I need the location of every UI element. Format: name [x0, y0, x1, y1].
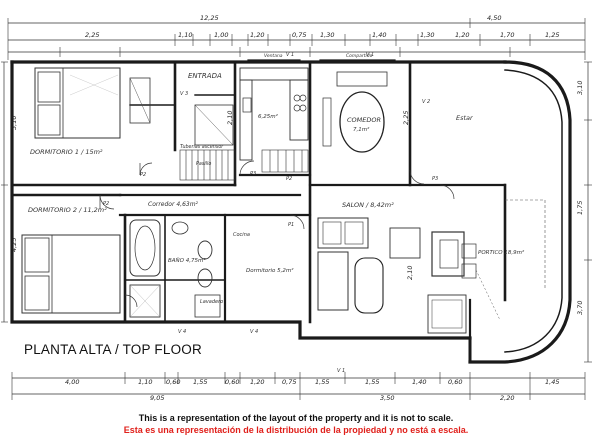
- dining-table-icon: [322, 71, 388, 153]
- dim-overall-left: 12,25: [200, 14, 219, 22]
- exterior-walls: [10, 60, 572, 364]
- dim-side: 2,10: [406, 266, 414, 280]
- dim-top-seg: 1,40: [372, 31, 386, 39]
- portico-area: [475, 199, 546, 321]
- window-label-v1: V 1: [366, 52, 374, 58]
- dim-side: 4,25: [10, 238, 18, 252]
- dim-top-seg: 2,25: [85, 31, 99, 39]
- dim-top-seg: 1,30: [420, 31, 434, 39]
- room-label-portico: PORTICO 18,9m²: [478, 249, 525, 256]
- dim-side: 3,10: [576, 81, 584, 95]
- window-label-v1: V 1: [337, 368, 345, 374]
- bed-icon: [34, 67, 121, 139]
- room-label-comedor-area: 7,1m²: [353, 126, 370, 133]
- dim-top-seg: 1,00: [214, 31, 228, 39]
- window-label-v3: V 3: [180, 91, 188, 97]
- dim-side: 3,10: [10, 116, 18, 130]
- room-label-lavadero: Lavadero: [200, 299, 223, 305]
- dim-bottom-seg: 1,55: [315, 378, 329, 386]
- dim-top-seg: 1,10: [178, 31, 192, 39]
- door-label-p2: P2: [286, 176, 292, 182]
- wardrobe-icon: [129, 77, 234, 146]
- room-label-dormitorio-2: DORMITORIO 2 / 11,2m²: [28, 206, 107, 214]
- door-label-p3: P3: [432, 176, 438, 182]
- room-label-dormitorio-1: DORMITORIO 1 / 15m²: [30, 148, 103, 156]
- dim-overall-right: 4,50: [487, 14, 501, 22]
- bathroom-fixtures: [129, 219, 221, 318]
- kitchen-fixtures: [239, 67, 309, 161]
- window-label-v4: V 4: [178, 329, 186, 335]
- door-label-p3: P3: [250, 171, 256, 177]
- dim-bottom-seg: 0,60: [166, 378, 180, 386]
- dim-top-seg: 0,75: [292, 31, 306, 39]
- dim-bottom-overall: 2,20: [500, 394, 514, 402]
- dim-bottom-seg: 1,10: [138, 378, 152, 386]
- room-label-cocina: Cocina: [233, 232, 250, 238]
- room-label-tuberias: Tuberías ascensor: [180, 143, 224, 150]
- dim-bottom-overall: 3,50: [380, 394, 394, 402]
- fireplace-icon: [431, 231, 477, 279]
- room-label-pasillo: Pasillo: [196, 161, 211, 167]
- dim-bottom-seg: 1,40: [412, 378, 426, 386]
- room-label-dormitorio-3: Dormitorio 5,2m²: [246, 267, 294, 274]
- door-label-p2: P2: [103, 201, 109, 207]
- ventana-label: Ventana: [264, 53, 283, 59]
- compartido-label: Compartido: [346, 53, 373, 59]
- bottom-dimensions: 4,00 1,10 0,60 1,55 0,60 1,20 0,75 1,55 …: [11, 372, 586, 402]
- room-labels: DORMITORIO 1 / 15m² DORMITORIO 2 / 11,2m…: [28, 72, 525, 305]
- sofa-icon: [317, 217, 467, 334]
- dim-bottom-seg: 1,55: [193, 378, 207, 386]
- door-label-p2: P2: [140, 172, 146, 178]
- dim-top-seg: 1,20: [455, 31, 469, 39]
- dim-bottom-seg: 0,60: [225, 378, 239, 386]
- room-label-salon: SALON / 8,42m²: [342, 201, 394, 209]
- door-label-p1: P1: [288, 222, 294, 228]
- room-label-corredor: Corredor 4,63m²: [148, 201, 199, 208]
- dim-bottom-seg: 0,75: [282, 378, 296, 386]
- stair-icon: [179, 149, 309, 181]
- side-dimensions: 3,10 4,25 2,10 3,10 1,75 3,70 2,25 2,10: [1, 61, 592, 363]
- window-label-v2: V 2: [422, 99, 430, 105]
- dim-bottom-seg: 4,00: [65, 378, 79, 386]
- opening-labels: V 3 V 1 V 1 V 2 V 4 V 4 V 1 P2 P2 P1 P2 …: [103, 52, 438, 374]
- plan-title: PLANTA ALTA / TOP FLOOR: [24, 342, 202, 357]
- dim-top-seg: 1,30: [320, 31, 334, 39]
- dim-bottom-seg: 1,45: [545, 378, 559, 386]
- dim-top-seg: 1,20: [250, 31, 264, 39]
- room-label-comedor: COMEDOR: [347, 116, 381, 124]
- dim-side: 1,75: [576, 201, 584, 215]
- dim-top-seg: 1,25: [545, 31, 559, 39]
- room-label-cocina-area: 6,25m²: [258, 113, 279, 120]
- dim-bottom-seg: 0,60: [448, 378, 462, 386]
- window-label-v1: V 1: [286, 52, 294, 58]
- disclaimer-spanish: Esta es una representación de la distrib…: [123, 425, 469, 435]
- disclaimer-english: This is a representation of the layout o…: [138, 413, 454, 423]
- dim-side: 2,25: [402, 111, 410, 125]
- door-swings: [99, 160, 455, 308]
- room-label-bano: BAÑO 4,75m²: [168, 257, 206, 264]
- bed-icon: [21, 234, 121, 314]
- window-label-v4: V 4: [250, 329, 258, 335]
- dim-bottom-seg: 1,20: [250, 378, 264, 386]
- dim-top-seg: 1,70: [500, 31, 514, 39]
- dim-side: 3,70: [576, 301, 584, 315]
- room-label-estar: Estar: [456, 114, 474, 122]
- dim-side: 2,10: [226, 111, 234, 125]
- room-label-entrada: ENTRADA: [188, 72, 222, 80]
- top-dimensions: 12,25 4,50 2,25 1,10 1,00 1,20 0,75 1,30…: [7, 14, 586, 60]
- interior-walls: [10, 59, 507, 340]
- dim-bottom-overall: 9,05: [150, 394, 164, 402]
- dim-bottom-seg: 1,55: [365, 378, 379, 386]
